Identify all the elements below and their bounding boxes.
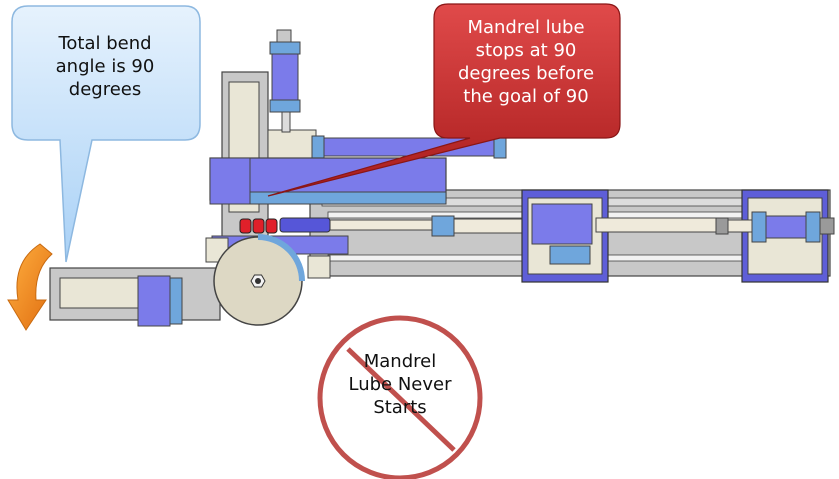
lube-stop-line-2: stops at 90 (475, 40, 577, 61)
mandrel-lube-balls (239, 218, 278, 234)
lube-stop-callout-text: Mandrel lube stops at 90 degrees before … (438, 16, 614, 108)
right-carriage (715, 189, 835, 283)
bend-angle-line-3: degrees (68, 79, 142, 100)
prohibition-sign-icon (317, 315, 483, 479)
lube-stop-callout (267, 3, 621, 197)
bend-angle-callout (11, 5, 201, 263)
mandrel-rod (279, 215, 525, 237)
pressure-die-assembly (49, 267, 221, 327)
rotation-arrow-icon (7, 243, 53, 331)
middle-carriage (521, 189, 717, 283)
no-start-line-1: Mandrel (363, 351, 437, 372)
lube-stop-line-3: degrees before (457, 63, 595, 84)
bend-angle-callout-text: Total bend angle is 90 degrees (30, 32, 180, 101)
bend-angle-line-1: Total bend (58, 33, 152, 54)
vertical-cylinder (269, 29, 301, 133)
no-start-line-3: Starts (373, 397, 427, 418)
no-start-badge-text: Mandrel Lube Never Starts (335, 350, 465, 419)
bend-angle-line-2: angle is 90 (55, 56, 155, 77)
bend-die (205, 234, 349, 326)
lube-stop-line-4: the goal of 90 (463, 86, 589, 107)
upper-carriage (209, 135, 507, 205)
no-start-line-2: Lube Never (348, 374, 452, 395)
lube-stop-line-1: Mandrel lube (467, 17, 585, 38)
